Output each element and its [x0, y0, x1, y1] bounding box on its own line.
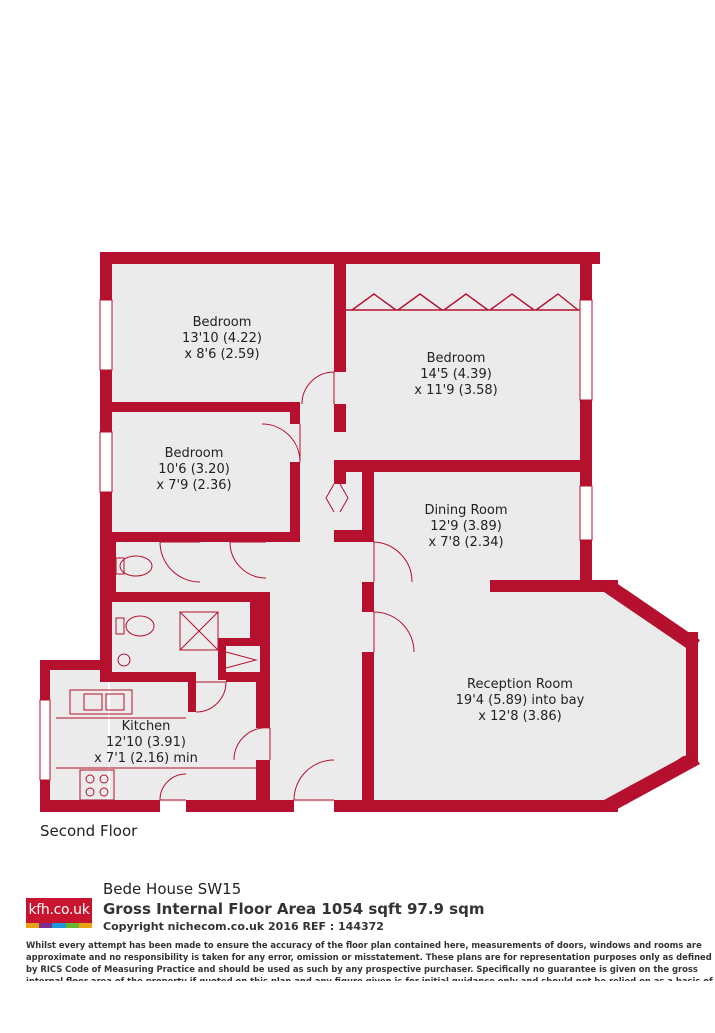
room-reception: Reception Room 19'4 (5.89) into bay x 12…: [430, 677, 610, 725]
doors: [159, 371, 415, 801]
room-dimensions: x 12'8 (3.86): [478, 709, 562, 724]
room-bedroom-1: Bedroom 13'10 (4.22) x 8'6 (2.59): [162, 315, 282, 363]
bay-windows: [621, 589, 695, 805]
room-kitchen: Kitchen 12'10 (3.91) x 7'1 (2.16) min: [76, 719, 216, 767]
room-dimensions: x 11'9 (3.58): [414, 383, 498, 398]
room-bedroom-3: Bedroom 10'6 (3.20) x 7'9 (2.36): [134, 446, 254, 494]
disclaimer-text: Whilst every attempt has been made to en…: [26, 940, 713, 981]
room-name: Reception Room: [467, 677, 573, 692]
room-dimensions: x 8'6 (2.59): [184, 347, 260, 362]
copyright-text: Copyright nichecom.co.uk 2016 REF : 1443…: [103, 920, 384, 933]
room-dimensions: x 7'8 (2.34): [428, 535, 504, 550]
windows: [39, 299, 593, 781]
room-name: Kitchen: [121, 719, 171, 734]
room-dimensions: 19'4 (5.89) into bay: [455, 693, 585, 708]
logo-stripe: [26, 923, 93, 928]
property-address: Bede House SW15: [103, 880, 242, 898]
floor-area-text: Gross Internal Floor Area 1054 sqft 97.9…: [103, 900, 485, 918]
floor-name: Second Floor: [40, 822, 138, 840]
room-dimensions: x 7'1 (2.16) min: [94, 751, 198, 766]
agent-logo[interactable]: kfh.co.uk: [26, 898, 93, 928]
room-dimensions: 13'10 (4.22): [182, 331, 262, 346]
room-name: Dining Room: [424, 503, 508, 518]
room-dimensions: 12'10 (3.91): [106, 735, 186, 750]
room-dining: Dining Room 12'9 (3.89) x 7'8 (2.34): [406, 503, 526, 551]
logo-text: kfh.co.uk: [28, 902, 90, 918]
wardrobe: [346, 293, 580, 311]
room-bedroom-2: Bedroom 14'5 (4.39) x 11'9 (3.58): [396, 351, 516, 399]
room-dimensions: 12'9 (3.89): [430, 519, 502, 534]
room-dimensions: 14'5 (4.39): [420, 367, 492, 382]
room-name: Bedroom: [164, 446, 224, 461]
room-dimensions: 10'6 (3.20): [158, 462, 230, 477]
room-name: Bedroom: [192, 315, 252, 330]
room-name: Bedroom: [426, 351, 486, 366]
room-dimensions: x 7'9 (2.36): [156, 478, 232, 493]
fixtures: [56, 555, 256, 801]
